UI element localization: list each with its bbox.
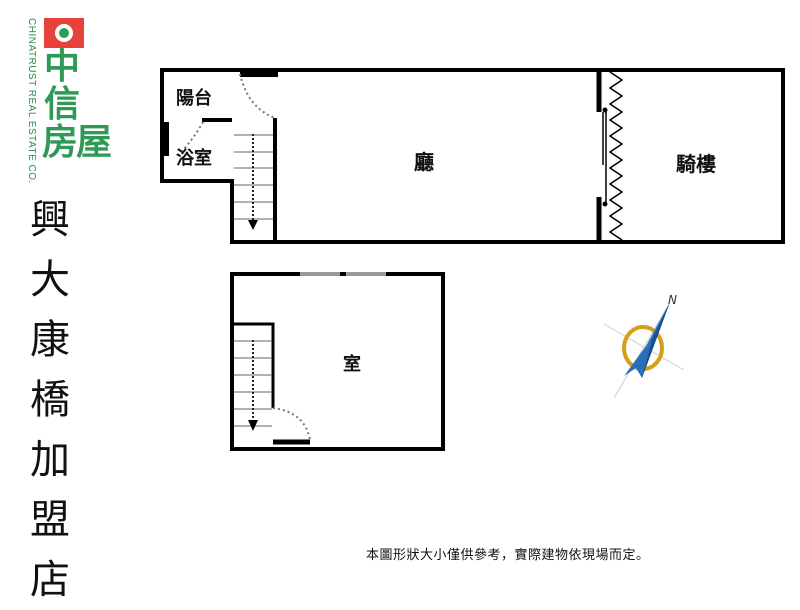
logo-char-3: 房屋 <box>42 122 112 163</box>
store-name-char: 興 <box>30 197 70 243</box>
logo-char-1: 中 <box>44 46 81 87</box>
logo-english-text: CHINATRUST REAL ESTATE CO. <box>26 18 37 184</box>
store-name-char: 大 <box>30 257 70 303</box>
store-name-char: 橋 <box>30 377 70 423</box>
logo-badge-icon <box>44 18 84 48</box>
chinatrust-logo: CHINATRUST REAL ESTATE CO. 中 信 房屋 <box>12 8 122 184</box>
disclaimer-note: 本圖形狀大小僅供參考，實際建物依現場而定。 <box>366 548 650 563</box>
floor-plan-drawing: N <box>160 68 785 451</box>
room-label-living-room: 廳 <box>414 150 434 174</box>
room-label-room: 室 <box>343 354 361 375</box>
room-label-arcade: 騎樓 <box>676 152 716 176</box>
store-name-char: 加 <box>30 437 70 483</box>
compass-icon: N <box>603 293 685 399</box>
store-name-char: 康 <box>30 317 70 363</box>
lower-floor <box>230 272 445 451</box>
upper-floor <box>160 68 785 244</box>
logo-chinese-text: 中 信 房屋 <box>42 48 132 162</box>
store-name-char: 盟 <box>30 497 70 543</box>
compass-north-label: N <box>668 293 677 307</box>
logo-char-2: 信 <box>44 84 81 125</box>
room-label-bathroom: 浴室 <box>176 148 212 169</box>
room-label-balcony: 陽台 <box>176 88 212 109</box>
store-name: 興 大 康 橋 加 盟 店 <box>27 190 73 610</box>
